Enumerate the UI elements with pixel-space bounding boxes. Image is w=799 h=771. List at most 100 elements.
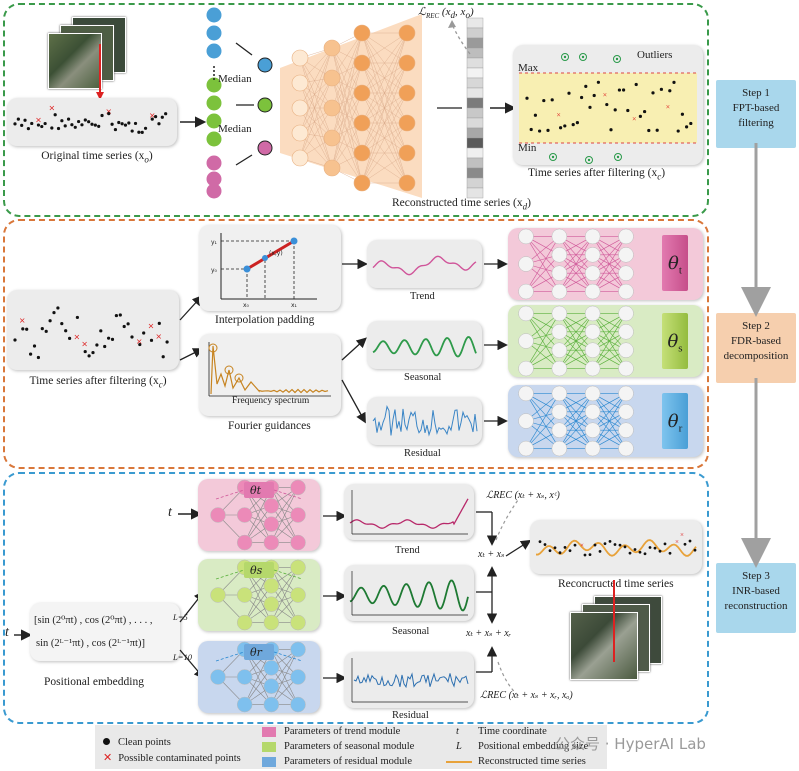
- network-node: [323, 99, 341, 117]
- step3-trend-label: Trend: [395, 545, 420, 556]
- clean-point: [53, 113, 57, 117]
- step2-box: Step 2 FDR-based decomposition: [716, 313, 796, 383]
- bar-cell: [466, 147, 484, 159]
- outlier-point: [616, 155, 620, 159]
- ellipsis-dot: [213, 66, 215, 68]
- pe-formula-line2: sin (2ᴸ⁻¹πt) , cos (2ᴸ⁻¹πt)]: [36, 638, 145, 649]
- clean-point: [13, 122, 17, 126]
- bar-cell: [466, 187, 484, 199]
- step3-seasonal-network-card: θs: [198, 559, 320, 631]
- clean-point: [558, 551, 562, 555]
- clean-point: [609, 128, 613, 132]
- trend-net-node: [584, 228, 601, 245]
- bar-cell: [466, 87, 484, 99]
- contaminated-point: ×: [19, 316, 26, 325]
- clean-point: [643, 552, 647, 556]
- clean-point: [77, 119, 81, 124]
- step2-input-label: Time series after filtering (xc): [29, 375, 167, 390]
- bar-cell: [466, 157, 484, 169]
- outliers-label: Outliers: [637, 49, 673, 61]
- clean-point: [613, 108, 617, 112]
- clean-point: [553, 546, 557, 550]
- residual-net-edge: [592, 393, 627, 431]
- clean-point: [60, 322, 64, 326]
- seasonal-net3-node: [263, 578, 280, 594]
- t-input-arrow: [178, 508, 203, 520]
- contaminated-point: ×: [155, 332, 162, 341]
- trend-net3-node: [263, 534, 280, 551]
- seasonal-net3-node: [236, 614, 253, 631]
- clean-point: [142, 331, 146, 335]
- clean-point: [137, 130, 141, 134]
- trend-net-node: [618, 283, 634, 300]
- network-edge: [299, 82, 333, 169]
- fourier-label: Fourier guidances: [228, 420, 311, 432]
- legend-box: [95, 725, 607, 769]
- loss-label-2: ℒREC (xₜ + xₛ + xᵣ, xₒ): [480, 690, 573, 701]
- clean-point: [66, 117, 71, 121]
- residual-net-edge: [525, 393, 560, 431]
- clean-point: [127, 121, 131, 125]
- clean-point: [571, 123, 575, 127]
- contaminated-point: ×: [74, 332, 81, 341]
- step3-subtitle: INR-based reconstruction: [724, 585, 788, 612]
- seasonal-net-node: [618, 342, 634, 358]
- trend-net-node: [551, 265, 568, 281]
- clean-point: [117, 120, 121, 125]
- contaminated-point: ×: [680, 531, 684, 539]
- trend-net3-node: [236, 534, 253, 551]
- network-node: [353, 144, 371, 162]
- contaminated-point: ×: [148, 322, 155, 331]
- fpt-network: [280, 14, 462, 198]
- bar-cell: [466, 107, 484, 119]
- outlier-marker: [579, 53, 587, 61]
- median-pink: [257, 140, 273, 156]
- residual-net3-node: [290, 696, 306, 713]
- clean-point: [64, 329, 68, 333]
- trend-net-edge: [592, 236, 627, 292]
- original-series-scatter: ××××: [13, 103, 168, 134]
- fourier-peak: [234, 373, 244, 383]
- network-node: [398, 84, 416, 102]
- trend-net-edge: [559, 236, 593, 292]
- clean-point: [123, 123, 128, 127]
- clean-point: [157, 122, 161, 126]
- step2-panel: [3, 219, 709, 469]
- residual-net3-node: [290, 641, 306, 658]
- clean-point: [613, 543, 617, 546]
- network-edge: [299, 57, 333, 109]
- contaminated-point: ×: [149, 111, 156, 120]
- clean-point: [638, 550, 642, 554]
- median-blue: [257, 57, 273, 73]
- clean-point: [44, 329, 48, 333]
- clean-point: [563, 124, 567, 128]
- reconstructed-label: Reconstructed time series (xd): [392, 197, 531, 212]
- step3-seasonal-curve: [349, 571, 469, 616]
- network-node: [398, 114, 416, 132]
- bar-cell: [466, 167, 484, 179]
- clean-point: [25, 327, 29, 331]
- positional-embedding-card: [30, 603, 180, 661]
- network-edge: [361, 32, 408, 124]
- contaminated-point: ×: [603, 90, 608, 99]
- network-edge: [299, 107, 333, 169]
- clean-point: [164, 112, 168, 116]
- step3-trend-network: θt: [210, 479, 306, 551]
- clean-point: [50, 126, 54, 130]
- step3-residual-network: θr: [210, 641, 306, 713]
- residual-net3-node: [210, 669, 226, 685]
- reconstructed-series-card: ×××: [530, 520, 702, 574]
- outlier-point: [563, 55, 567, 59]
- residual-line: [372, 405, 478, 437]
- clean-point: [52, 311, 56, 315]
- clean-point: [617, 88, 621, 92]
- trend-net-node: [518, 228, 534, 245]
- l10-label: L=10: [173, 652, 192, 662]
- clean-point: [655, 128, 659, 132]
- bar-cell: [466, 67, 484, 79]
- seasonal-net-node: [584, 360, 601, 377]
- network-node: [323, 159, 341, 177]
- clean-point: [598, 549, 602, 553]
- clean-point: [580, 95, 584, 100]
